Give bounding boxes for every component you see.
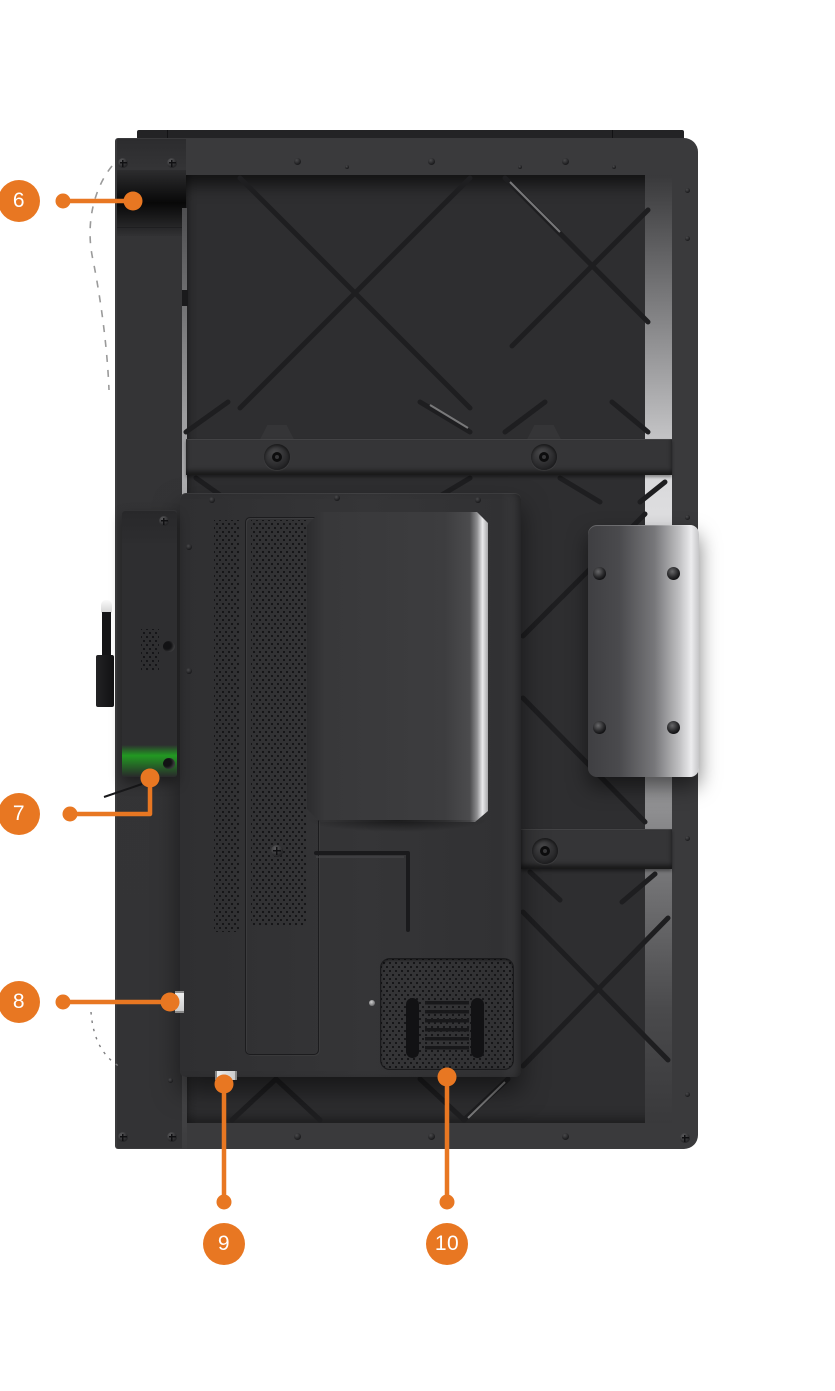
cap-seam <box>167 130 168 139</box>
stylus-pen <box>102 612 111 658</box>
module-screw-light <box>369 1000 375 1006</box>
module-screw <box>209 497 215 503</box>
frame-screw <box>294 1133 301 1140</box>
callout-label-10: 10 <box>434 1232 460 1255</box>
frame-philips-screw <box>167 158 177 168</box>
frame-philips-screw <box>118 158 128 168</box>
frame-screw <box>685 1092 690 1097</box>
frame-screw <box>562 158 569 165</box>
frame-screw <box>685 236 690 241</box>
door-latch <box>163 758 175 769</box>
frame-screw <box>612 165 616 169</box>
callout-badge-10: 10 <box>426 1223 468 1265</box>
frame-screw <box>345 165 349 169</box>
frame-screw <box>685 515 690 520</box>
frame-screw <box>168 1078 173 1083</box>
door-vent-dots <box>141 629 159 671</box>
callout-label-7: 7 <box>12 802 26 825</box>
frame-screw <box>685 188 690 193</box>
horizontal-mount-rail <box>186 439 672 475</box>
callout-badge-9: 9 <box>203 1223 245 1265</box>
frame-screw <box>428 1133 435 1140</box>
strip-seam <box>117 227 186 228</box>
top-edge-cap <box>137 130 684 139</box>
frame-philips-screw <box>680 1133 690 1143</box>
vent-strip-left <box>214 520 239 932</box>
frame-screw <box>518 165 522 169</box>
leader-dot <box>55 193 71 209</box>
module-screw <box>186 544 192 550</box>
module-screw <box>475 497 481 503</box>
leader-dot <box>55 994 71 1010</box>
side-usb-port <box>175 991 184 1013</box>
frame-philips-screw <box>118 1132 128 1142</box>
side-compartment-door <box>122 510 177 777</box>
door-philips-screw <box>159 516 169 526</box>
raised-cover-panel <box>307 512 488 822</box>
power-vent-grille <box>380 958 514 1070</box>
frame-screw <box>294 158 301 165</box>
frame-philips-screw <box>167 1132 177 1142</box>
wall-mount-bracket <box>588 525 699 777</box>
door-swing-arc-top <box>89 165 113 391</box>
vent-slot <box>471 998 484 1058</box>
stylus-tip <box>101 600 112 613</box>
hook-groove <box>314 851 410 932</box>
callout-label-6: 6 <box>12 189 26 212</box>
mount-boss <box>531 444 557 470</box>
callout-badge-6: 6 <box>0 180 40 222</box>
leader-dot <box>62 806 78 822</box>
module-screw <box>186 668 192 674</box>
module-screw <box>334 495 340 501</box>
frame-screw <box>562 1133 569 1140</box>
rail-notch <box>526 425 562 440</box>
callout-label-8: 8 <box>12 990 26 1013</box>
raised-panel-shadow <box>307 820 488 832</box>
callout-badge-8: 8 <box>0 981 40 1023</box>
bracket-screw <box>593 721 606 734</box>
frame-screw <box>685 836 690 841</box>
door-latch <box>163 641 175 652</box>
rail-notch <box>259 425 295 440</box>
strip-notch <box>182 290 188 306</box>
vent-slot <box>406 998 419 1058</box>
module-philips-screw <box>271 845 283 857</box>
mount-boss <box>264 444 290 470</box>
leader-dot <box>439 1194 455 1210</box>
leader-dot <box>216 1194 232 1210</box>
stylus-holder <box>96 655 114 707</box>
cap-seam <box>612 130 613 139</box>
bracket-screw <box>667 721 680 734</box>
bottom-connector <box>215 1071 237 1080</box>
bracket-screw <box>667 567 680 580</box>
mount-boss <box>532 838 558 864</box>
vent-strip-wide <box>251 520 306 926</box>
electronics-module <box>180 493 521 1077</box>
callout-label-9: 9 <box>217 1232 231 1255</box>
vent-bars <box>425 1001 469 1055</box>
frame-screw <box>428 158 435 165</box>
bracket-screw <box>593 567 606 580</box>
callout-badge-7: 7 <box>0 793 40 835</box>
